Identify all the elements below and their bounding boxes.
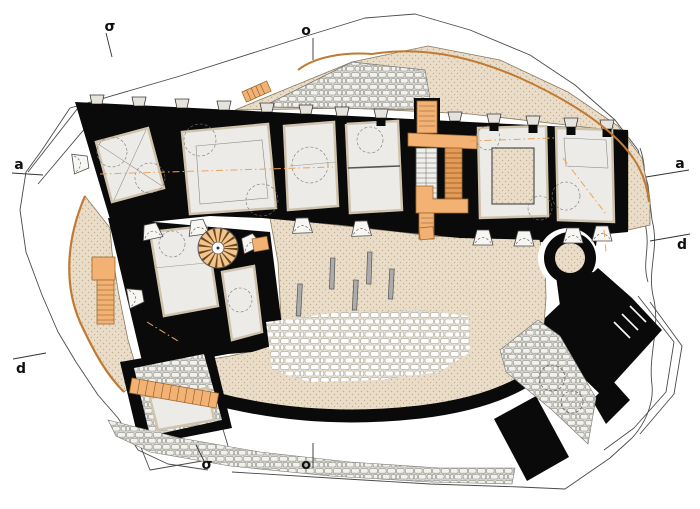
west-stair-flight	[96, 279, 115, 325]
central-stair-landing	[407, 132, 478, 150]
courtyard-feature-1	[251, 235, 270, 253]
restored-elements	[68, 50, 650, 409]
orange-axis-lines	[99, 137, 607, 342]
section-marker-a-right: a	[675, 156, 684, 172]
bastion-tail-wall	[494, 396, 569, 481]
west-orange-border	[68, 195, 125, 393]
room-details	[96, 123, 609, 313]
room-6	[554, 126, 616, 224]
marker-leader-d-left	[12, 352, 47, 360]
marker-leader-a-left	[11, 172, 44, 176]
marker-leader-sigma-bottom	[195, 444, 206, 464]
room-3	[282, 120, 340, 212]
courtyard-bars	[295, 251, 395, 317]
section-marker-a-left: a	[14, 157, 23, 173]
round-tower-interior	[555, 243, 585, 273]
courtyard-feature-2	[418, 226, 435, 241]
south-cobble-band	[107, 419, 516, 485]
wing-room-2	[220, 264, 264, 342]
section-marker-o-bottom: o	[301, 457, 311, 473]
central-stair-top-stub	[416, 100, 438, 134]
section-marker-sigma-top: σ	[105, 19, 116, 35]
courtyard-rubble-patch	[266, 310, 470, 382]
room-2	[180, 122, 278, 216]
marker-leader-d-right	[649, 233, 691, 242]
section-marker-sigma-bottom: σ	[202, 457, 213, 473]
central-stair-right-flight	[444, 147, 463, 206]
north-cobble-area	[261, 61, 433, 111]
section-marker-d-right: d	[677, 237, 687, 253]
terrace-stair	[241, 80, 272, 103]
west-stair-landing	[91, 256, 116, 281]
gatehouse-stair	[128, 377, 220, 409]
north-orange-border	[297, 50, 650, 203]
room-5-inner-court	[491, 147, 535, 205]
bastion-lower-spur	[592, 380, 630, 424]
curtain-wall	[210, 372, 534, 423]
spiral-staircase	[197, 227, 239, 269]
central-stair-lower-landing	[415, 185, 469, 214]
section-marker-d-left: d	[16, 361, 26, 377]
section-marker-o-top: o	[301, 23, 311, 39]
section-markers: σ o a a d d σ o	[11, 19, 691, 473]
marker-leader-sigma-top	[105, 32, 113, 58]
marker-leader-a-right	[645, 169, 690, 178]
